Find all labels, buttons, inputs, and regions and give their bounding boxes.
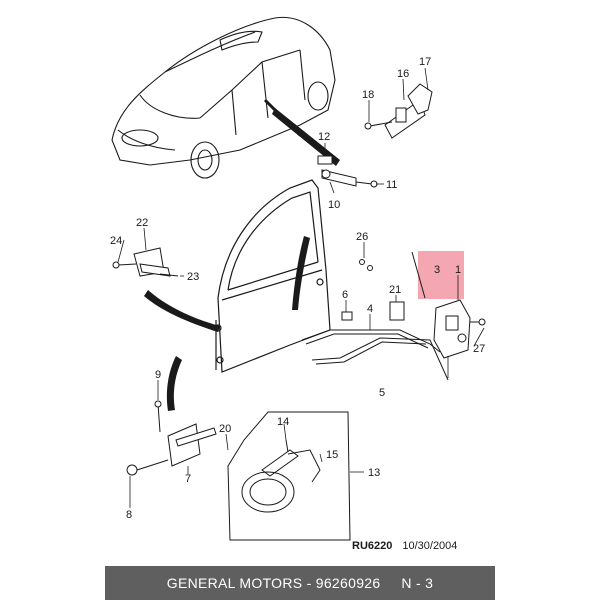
parts-diagram: 1 3 4 5 6 7 8 9 10 11 12 13 14 15 16 17 … <box>110 16 486 541</box>
callout-22: 22 <box>136 217 148 229</box>
callout-12: 12 <box>318 131 330 143</box>
callout-16: 16 <box>397 68 409 80</box>
callout-3: 3 <box>434 264 440 276</box>
callout-27: 27 <box>473 343 485 355</box>
callout-24: 24 <box>110 235 122 247</box>
callout-5: 5 <box>379 387 385 399</box>
car-illustration <box>111 16 336 179</box>
callout-10: 10 <box>328 199 340 211</box>
callout-26: 26 <box>356 231 368 243</box>
diagram-reference: RU6220 10/30/2004 <box>352 540 457 552</box>
hinge-bottom <box>126 400 217 476</box>
pointer-wedge <box>144 290 220 332</box>
leader-lines <box>117 67 485 508</box>
door-illustration <box>214 179 331 373</box>
callout-21: 21 <box>389 284 401 296</box>
lock-assembly <box>411 251 486 359</box>
footer-bar: GENERAL MOTORS - 96260926 N - 3 <box>105 566 495 600</box>
callout-18: 18 <box>362 89 374 101</box>
upper-hinge <box>364 83 433 139</box>
callout-15: 15 <box>326 449 338 461</box>
handle-detail <box>227 411 351 541</box>
callout-14: 14 <box>277 416 289 428</box>
small-parts <box>341 259 405 321</box>
callout-8: 8 <box>126 509 132 521</box>
callout-20: 20 <box>219 423 231 435</box>
callout-17: 17 <box>419 56 431 68</box>
callout-6: 6 <box>342 289 348 301</box>
door-check-link <box>317 155 378 188</box>
callout-23: 23 <box>187 271 199 283</box>
callout-1: 1 <box>455 264 461 276</box>
callout-11: 11 <box>386 179 397 191</box>
pointer-wedge <box>292 236 310 310</box>
lower-hinge <box>112 247 179 277</box>
reference-date: 10/30/2004 <box>402 540 458 552</box>
callout-7: 7 <box>185 473 191 485</box>
pointer-wedge <box>272 108 340 166</box>
callout-13: 13 <box>368 467 380 479</box>
footer-text: GENERAL MOTORS - 96260926 N - 3 <box>166 575 434 591</box>
reference-code: RU6220 <box>352 540 393 552</box>
highlight-box <box>418 251 464 299</box>
callout-9: 9 <box>155 369 161 381</box>
callout-4: 4 <box>367 303 373 315</box>
control-rods <box>301 329 449 381</box>
pointer-wedge <box>166 356 182 411</box>
